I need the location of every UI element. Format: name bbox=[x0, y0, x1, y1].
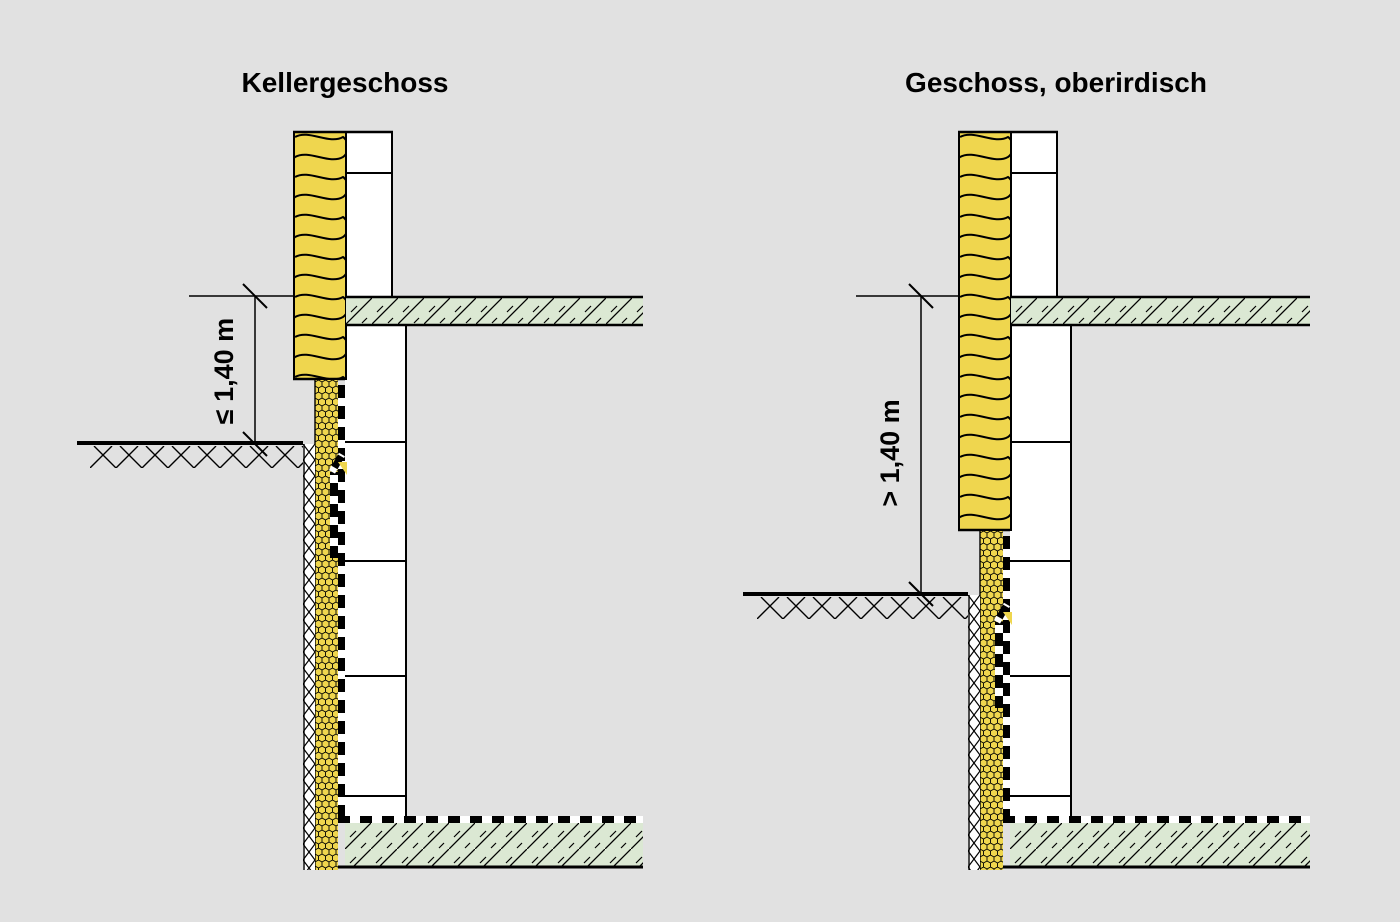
masonry-wall-upper bbox=[345, 131, 393, 297]
right-title: Geschoss, oberirdisch bbox=[905, 67, 1207, 98]
membrane-overlap-strip bbox=[330, 472, 338, 558]
membrane-transition-wedge bbox=[338, 462, 347, 475]
ground-level-line bbox=[743, 592, 968, 596]
perimeter-insulation-board bbox=[315, 380, 338, 870]
floor-membrane-horizontal bbox=[1003, 816, 1310, 823]
exterior-insulation-batt bbox=[958, 131, 1010, 531]
dimension-tick bbox=[908, 581, 934, 607]
waterproofing-membrane-vertical bbox=[1003, 536, 1010, 816]
dimension-tick bbox=[242, 431, 268, 457]
ground-hatch bbox=[757, 597, 968, 619]
masonry-wall-basement bbox=[345, 326, 407, 816]
dimension-tick bbox=[908, 283, 934, 309]
left-detail-kellergeschoss: Kellergeschoss bbox=[77, 67, 643, 870]
membrane-jog bbox=[993, 602, 1010, 624]
protection-layer bbox=[303, 444, 315, 870]
ceiling-slab bbox=[346, 298, 643, 325]
left-title: Kellergeschoss bbox=[242, 67, 449, 98]
dimension-tick bbox=[242, 283, 268, 309]
floor-membrane-horizontal bbox=[338, 816, 643, 823]
ceiling-slab bbox=[1011, 298, 1310, 325]
membrane-jog bbox=[328, 452, 345, 474]
waterproofing-membrane-vertical bbox=[338, 385, 345, 816]
left-dimension-label: ≤ 1,40 m bbox=[209, 318, 239, 424]
exterior-insulation-batt bbox=[293, 131, 345, 380]
floor-slab bbox=[345, 823, 643, 866]
membrane-overlap-strip bbox=[995, 622, 1003, 708]
right-dimension-label: > 1,40 m bbox=[875, 399, 905, 506]
masonry-wall-basement bbox=[1010, 326, 1072, 816]
right-detail-geschoss-oberirdisch: Geschoss, oberirdisch bbox=[743, 67, 1310, 870]
masonry-wall-upper bbox=[1010, 131, 1058, 297]
floor-slab bbox=[1010, 823, 1310, 866]
membrane-transition-wedge bbox=[1003, 612, 1012, 625]
protection-layer bbox=[968, 595, 980, 870]
ground-hatch bbox=[90, 446, 303, 468]
ground-level-line bbox=[77, 441, 303, 445]
